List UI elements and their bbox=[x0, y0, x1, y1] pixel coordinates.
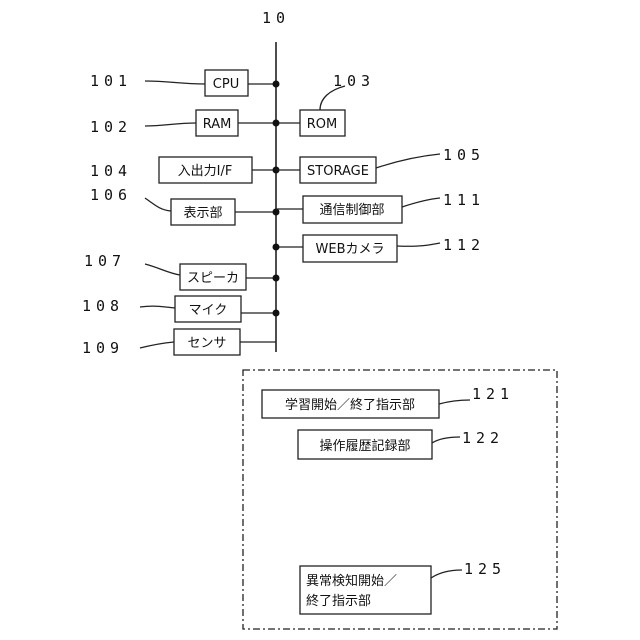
io-interface-ref: 104 bbox=[90, 162, 132, 180]
storage-block: STORAGE 105 bbox=[276, 146, 485, 183]
cpu-block: CPU 101 bbox=[90, 70, 280, 96]
history-ref: 122 bbox=[462, 429, 504, 447]
diagram-title: 10 bbox=[262, 9, 290, 27]
anomaly-label-line2: 終了指示部 bbox=[306, 593, 371, 609]
speaker-ref: 107 bbox=[84, 252, 126, 270]
display-label: 表示部 bbox=[183, 206, 222, 221]
mic-block: マイク 108 bbox=[82, 296, 280, 322]
display-block: 表示部 106 bbox=[90, 186, 280, 225]
rom-ref: 103 bbox=[333, 72, 375, 90]
webcam-ref: 112 bbox=[443, 236, 485, 254]
speaker-label: スピーカ bbox=[187, 271, 239, 286]
anomaly-detection-start-end-instruction-block: 異常検知開始／ 終了指示部 125 bbox=[300, 560, 506, 614]
comm-control-block: 通信制御部 111 bbox=[276, 191, 485, 223]
operation-history-recorder-block: 操作履歴記録部 122 bbox=[298, 429, 504, 459]
history-label: 操作履歴記録部 bbox=[319, 438, 410, 454]
comm-control-ref: 111 bbox=[443, 191, 485, 209]
anomaly-label-line1: 異常検知開始／ bbox=[306, 573, 397, 589]
learning-label: 学習開始／終了指示部 bbox=[285, 397, 415, 413]
webcam-block: WEBカメラ 112 bbox=[273, 235, 486, 262]
storage-label: STORAGE bbox=[307, 164, 369, 179]
learning-ref: 121 bbox=[472, 385, 514, 403]
mic-label: マイク bbox=[189, 303, 228, 318]
learning-start-end-instruction-block: 学習開始／終了指示部 121 bbox=[262, 385, 514, 418]
ram-ref: 102 bbox=[90, 118, 132, 136]
cpu-ref: 101 bbox=[90, 72, 132, 90]
ram-block: RAM 102 bbox=[90, 110, 276, 136]
storage-ref: 105 bbox=[443, 146, 485, 164]
webcam-label: WEBカメラ bbox=[316, 242, 385, 257]
io-interface-label: 入出力I/F bbox=[178, 164, 233, 179]
ram-label: RAM bbox=[203, 117, 232, 132]
sensor-ref: 109 bbox=[82, 339, 124, 357]
rom-block: ROM 103 bbox=[273, 72, 376, 136]
io-interface-block: 入出力I/F 104 bbox=[90, 157, 280, 183]
rom-label: ROM bbox=[307, 117, 337, 132]
display-ref: 106 bbox=[90, 186, 132, 204]
anomaly-ref: 125 bbox=[464, 560, 506, 578]
comm-control-label: 通信制御部 bbox=[319, 203, 384, 218]
sensor-label: センサ bbox=[187, 336, 226, 351]
mic-ref: 108 bbox=[82, 297, 124, 315]
speaker-block: スピーカ 107 bbox=[84, 252, 280, 290]
cpu-label: CPU bbox=[213, 77, 239, 92]
sensor-block: センサ 109 bbox=[82, 329, 276, 357]
